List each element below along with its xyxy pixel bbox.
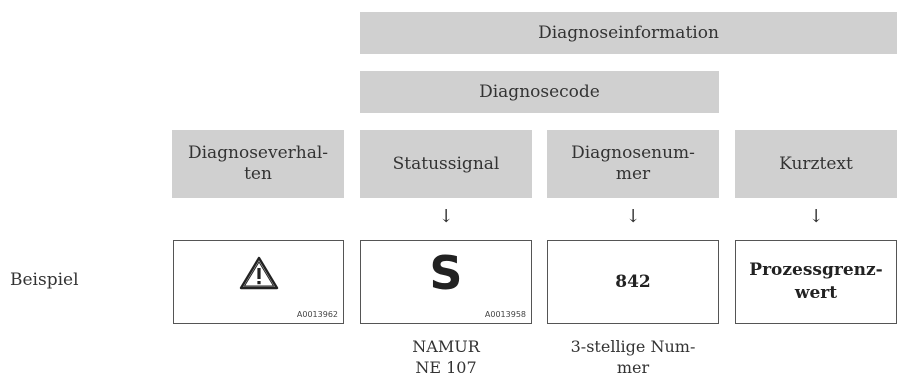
number-caption-line1: 3-stellige Num- <box>570 337 696 356</box>
status-s-icon: S <box>429 246 463 300</box>
column-statussignal: Statussignal <box>360 130 532 198</box>
column-kurztext-label: Kurztext <box>779 153 853 174</box>
diagnoseinformation-label: Diagnoseinformation <box>538 22 719 43</box>
column-diagnoseverhalten-line2: ten <box>244 164 272 184</box>
number-caption-line2: mer <box>616 358 650 377</box>
status-signal-box: S A0013958 <box>360 240 532 324</box>
column-diagnoseverhalten: Diagnoseverhal- ten <box>172 130 344 198</box>
diagnoseinformation-bar: Diagnoseinformation <box>360 12 897 54</box>
warning-image-code: A0013962 <box>296 310 338 319</box>
arrow-down-icon: ↓ <box>808 206 824 227</box>
status-image-code: A0013958 <box>484 310 526 319</box>
column-kurztext: Kurztext <box>735 130 897 198</box>
arrow-down-icon: ↓ <box>625 206 641 227</box>
row-label-beispiel: Beispiel <box>10 270 79 290</box>
column-statussignal-label: Statussignal <box>392 153 500 174</box>
column-diagnoseverhalten-line1: Diagnoseverhal- <box>187 143 329 163</box>
kurztext-line1: Prozessgrenz- <box>749 260 883 280</box>
diagnosecode-bar: Diagnosecode <box>360 71 719 113</box>
column-diagnosenummer-line2: mer <box>615 164 651 184</box>
diagnosecode-label: Diagnosecode <box>479 81 600 102</box>
column-diagnosenummer: Diagnosenum- mer <box>547 130 719 198</box>
number-caption: 3-stellige Num- mer <box>547 336 719 378</box>
warning-triangle-icon <box>239 256 278 290</box>
kurztext-line2: wert <box>794 283 838 303</box>
status-caption-line2: NE 107 <box>415 358 477 377</box>
warning-symbol-box: A0013962 <box>173 240 344 324</box>
diagnose-number-value: 842 <box>615 271 651 292</box>
arrow-down-icon: ↓ <box>438 206 454 227</box>
status-caption: NAMUR NE 107 <box>360 336 532 378</box>
kurztext-box: Prozessgrenz- wert <box>735 240 897 324</box>
status-caption-line1: NAMUR <box>412 337 480 356</box>
column-diagnosenummer-line1: Diagnosenum- <box>571 143 695 163</box>
diagnose-number-box: 842 <box>547 240 719 324</box>
